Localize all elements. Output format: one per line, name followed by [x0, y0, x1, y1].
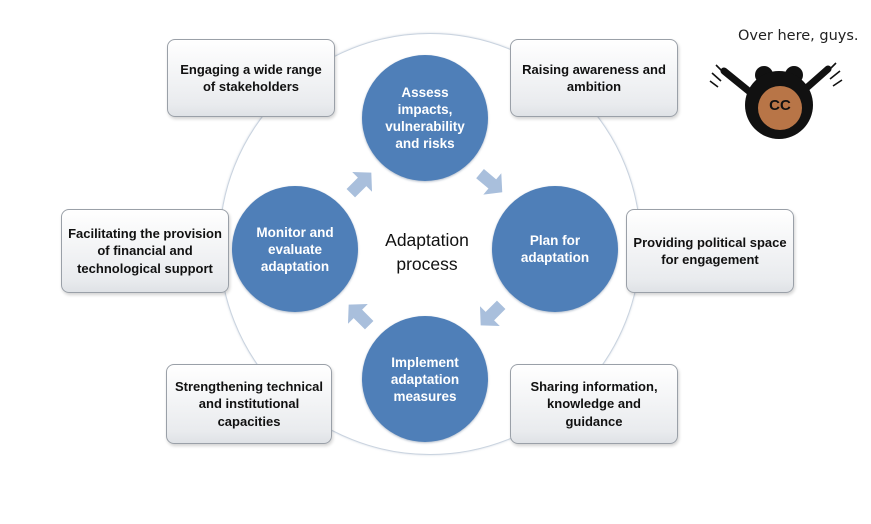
mascot-badge-text: CC [769, 97, 791, 114]
box-capacities: Strengthening technical and institutiona… [166, 364, 332, 444]
node-plan: Plan for adaptation [492, 186, 618, 312]
arrow-plan-to-implement [479, 300, 506, 327]
center-label: Adaptation process [385, 230, 469, 274]
mascot-icon [709, 62, 843, 139]
node-assess: Assess impacts, vulnerability and risks [362, 55, 488, 181]
box-political: Providing political space for engagement [626, 209, 794, 293]
node-monitor: Monitor and evaluate adaptation [232, 186, 358, 312]
box-financial: Facilitating the provision of financial … [61, 209, 229, 293]
arrow-implement-to-monitor [347, 303, 374, 330]
mascot-caption: Over here, guys. [738, 28, 859, 44]
box-awareness: Raising awareness and ambition [510, 39, 678, 117]
arrow-assess-to-plan [476, 169, 503, 195]
node-implement: Implement adaptation measures [362, 316, 488, 442]
box-stakeholders: Engaging a wide range of stakeholders [167, 39, 335, 117]
box-sharing: Sharing information, knowledge and guida… [510, 364, 678, 444]
arrow-monitor-to-assess [346, 171, 373, 198]
